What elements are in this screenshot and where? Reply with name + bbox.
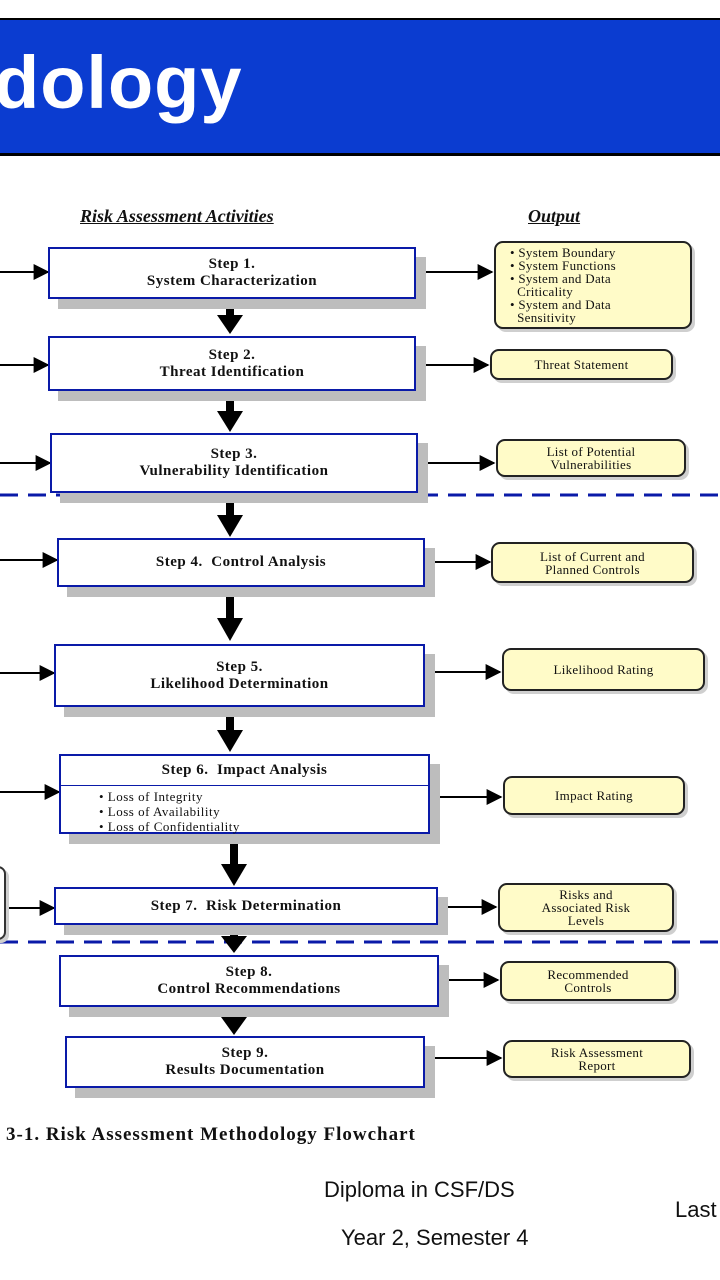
step-9-box: Step 9. Results Documentation: [65, 1036, 425, 1088]
step-1-name: System Characterization: [146, 273, 318, 289]
step-8-number: Step 8.: [225, 964, 273, 980]
output-1-line: Criticality: [510, 284, 574, 299]
output-8-line: Controls: [564, 980, 612, 995]
output-7-line: Levels: [567, 913, 605, 928]
output-1-line: • System Boundary: [510, 245, 616, 260]
step-1-number: Step 1.: [208, 256, 256, 272]
output-arrows: [416, 264, 503, 1066]
output-9-box: Risk Assessment Report: [503, 1040, 691, 1078]
output-3-line: Vulnerabilities: [550, 457, 632, 472]
output-8-box: Recommended Controls: [500, 961, 676, 1001]
output-2-line: Threat Statement: [534, 357, 629, 372]
step-6-bullet-availability: • Loss of Availability: [99, 804, 221, 819]
output-4-box: List of Current and Planned Controls: [491, 542, 694, 583]
step-4-title: Step 4. Control Analysis: [155, 554, 327, 570]
figure-caption: 3-1. Risk Assessment Methodology Flowcha…: [6, 1124, 416, 1145]
title-banner: dology: [0, 18, 720, 156]
step-3-box: Step 3. Vulnerability Identification: [50, 433, 418, 493]
output-7-box: Risks and Associated Risk Levels: [498, 883, 674, 932]
step-2-box: Step 2. Threat Identification: [48, 336, 416, 391]
output-5-line: Likelihood Rating: [553, 662, 654, 677]
output-8-line: Recommended: [547, 967, 629, 982]
step-6-box: Step 6. Impact Analysis • Loss of Integr…: [59, 754, 430, 834]
banner-title: dology: [0, 41, 243, 124]
output-1-line: • System and Data: [510, 271, 611, 286]
footer-course: Diploma in CSF/DS: [324, 1177, 515, 1202]
output-1-line: Sensitivity: [510, 310, 577, 325]
step-3-number: Step 3.: [210, 446, 258, 462]
step-1-box: Step 1. System Characterization: [48, 247, 416, 299]
footer-right-text: Last: [675, 1197, 717, 1222]
step-5-number: Step 5.: [216, 658, 263, 675]
step-6-bullet-integrity: • Loss of Integrity: [99, 789, 203, 804]
output-header: Output: [528, 206, 581, 226]
output-3-box: List of Potential Vulnerabilities: [496, 439, 686, 477]
step-5-box: Step 5. Likelihood Determination: [54, 644, 425, 707]
output-9-line: Report: [578, 1058, 616, 1073]
output-6-box: Impact Rating: [503, 776, 685, 815]
step-7-title: Step 7. Risk Determination: [150, 897, 342, 914]
step-6-divider: [61, 785, 428, 786]
step-5-name: Likelihood Determination: [150, 675, 329, 692]
step-6-bullet-confidentiality: • Loss of Confidentiality: [99, 819, 240, 834]
output-7-line: Risks and: [559, 887, 613, 902]
step-8-box: Step 8. Control Recommendations: [59, 955, 439, 1007]
step-7-box: Step 7. Risk Determination: [54, 887, 438, 925]
footer-term: Year 2, Semester 4: [341, 1225, 529, 1250]
output-2-box: Threat Statement: [490, 349, 673, 380]
step-3-name: Vulnerability Identification: [139, 463, 329, 479]
output-9-line: Risk Assessment: [550, 1045, 644, 1060]
output-7-line: Associated Risk: [541, 900, 631, 915]
step-2-number: Step 2.: [208, 346, 256, 363]
output-3-line: List of Potential: [546, 444, 636, 459]
output-5-box: Likelihood Rating: [502, 648, 705, 691]
step-2-name: Threat Identification: [159, 363, 305, 380]
output-1-line: • System Functions: [510, 258, 617, 273]
step-9-number: Step 9.: [221, 1045, 269, 1061]
step-8-name: Control Recommendations: [157, 981, 341, 997]
activities-header: Risk Assessment Activities: [80, 206, 274, 226]
output-4-line: List of Current and: [540, 548, 645, 564]
output-6-line: Impact Rating: [555, 788, 633, 803]
output-4-line: Planned Controls: [545, 561, 640, 577]
left-input-box: [0, 866, 6, 940]
output-1-line: • System and Data: [510, 297, 611, 312]
step-4-box: Step 4. Control Analysis: [57, 538, 425, 587]
output-1-box: • System Boundary • System Functions • S…: [494, 241, 692, 329]
step-9-name: Results Documentation: [165, 1062, 325, 1078]
step-6-title: Step 6. Impact Analysis: [161, 762, 328, 778]
